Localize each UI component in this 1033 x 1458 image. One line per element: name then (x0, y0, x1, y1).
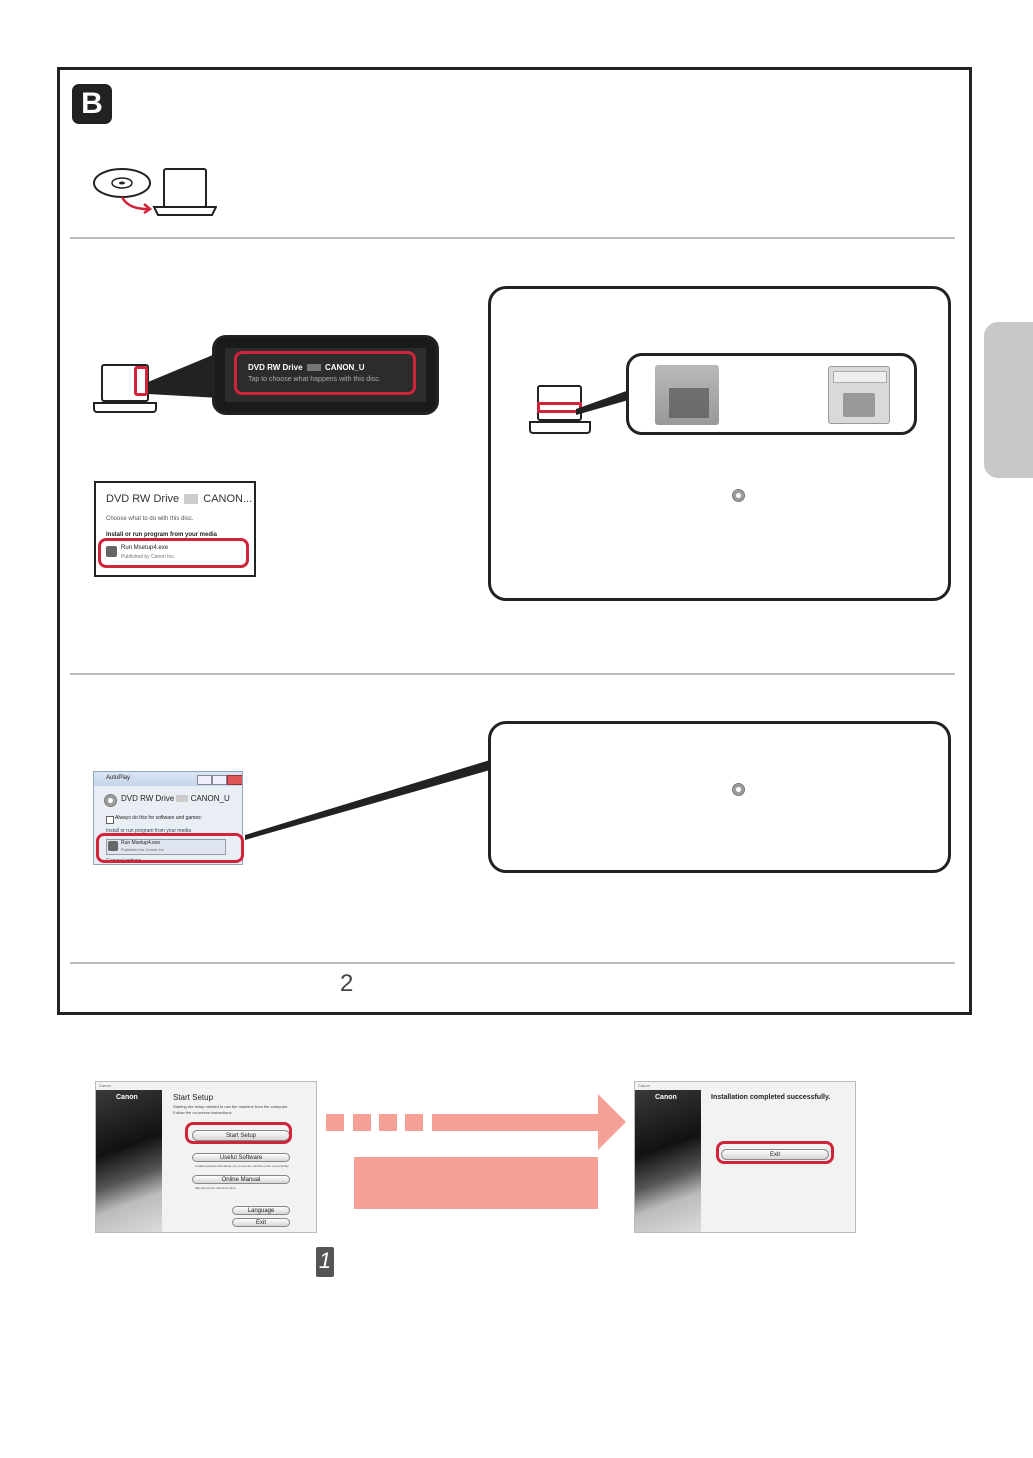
drive-icon (104, 794, 117, 807)
dialog-title: DVD RW Drive CANON... (106, 493, 253, 505)
canon-logo: Canon (655, 1094, 677, 1101)
notification-popup (212, 335, 439, 415)
minimize-button (197, 775, 212, 785)
callout-pointer (148, 352, 220, 398)
always-label: Always do this for software and games: (115, 815, 202, 821)
disc-action-dialog: DVD RW Drive CANON... Choose what to do … (94, 481, 256, 577)
close-button (227, 775, 242, 785)
autoplay-drive: DVD RW Drive CANON_U (121, 794, 230, 803)
arrow-head-icon (598, 1094, 626, 1150)
completion-screen: Canon Canon Installation completed succe… (634, 1081, 856, 1233)
start-setup-highlight (185, 1122, 292, 1144)
setup-desc-2: Follow the on-screen instructions. (173, 1110, 233, 1115)
sidebar-photo (635, 1090, 701, 1232)
completion-message: Installation completed successfully. (711, 1094, 831, 1101)
setup-title: Start Setup (173, 1093, 214, 1102)
always-checkbox (106, 816, 114, 824)
autoplay-window: AutoPlay DVD RW Drive CANON_U Always do … (93, 771, 243, 865)
setup-desc-1: Starting the setup needed to use the mac… (173, 1104, 289, 1109)
laptop-keyboard (93, 402, 157, 413)
divider (70, 237, 955, 239)
taskbar-callout (626, 353, 917, 435)
exit-button[interactable]: Exit (232, 1218, 290, 1227)
disc-to-computer-icon (93, 168, 217, 216)
run-msetup-option-2[interactable] (96, 833, 244, 863)
step-lcd-icon: 1 (316, 1247, 334, 1277)
setup-disc-icon (732, 489, 745, 502)
notification-title: DVD RW Drive CANON_U (248, 363, 365, 372)
dialog-option-publisher: Published by Canon Inc. (121, 554, 176, 560)
step-reference-numeral: 2 (340, 970, 354, 997)
section-badge: B (72, 84, 112, 124)
dialog-option-name: Run Msetup4.exe (121, 545, 169, 551)
online-manual-button[interactable]: Online Manual (192, 1175, 290, 1184)
progress-arrow-dash (379, 1114, 397, 1131)
autoplay-group: Install or run program from your media (106, 828, 192, 834)
side-tab (984, 322, 1033, 478)
section-b-frame (57, 67, 972, 1015)
dialog-prompt: Choose what to do with this disc. (106, 516, 194, 522)
progress-arrow-body (432, 1114, 600, 1131)
info-box-1 (488, 286, 951, 601)
autoplay-option-publisher: Published for Canon Inc. (121, 847, 165, 852)
file-explorer-icon[interactable] (828, 366, 890, 424)
setup-icon (108, 841, 118, 851)
progress-note-box (354, 1157, 598, 1209)
sidebar-photo (96, 1090, 162, 1232)
laptop-highlight (134, 366, 148, 396)
exit-button[interactable]: Exit (721, 1149, 829, 1160)
divider (70, 962, 955, 964)
divider (70, 673, 955, 675)
callout-pointer-2 (576, 389, 632, 415)
screen-header: Canon (99, 1083, 111, 1088)
dialog-group: Install or run program from your media (106, 532, 218, 538)
setup-disc-icon-2 (732, 783, 745, 796)
notification-highlight[interactable] (234, 351, 416, 395)
exit-highlight (716, 1141, 834, 1164)
autoplay-title: AutoPlay (106, 775, 131, 781)
autoplay-option-name: Run Msetup4.exe (121, 840, 161, 846)
callout-pointer-3 (245, 760, 490, 840)
maximize-button (212, 775, 227, 785)
manual-desc: Manual can be checked online. (195, 1186, 237, 1190)
setup-icon (106, 546, 117, 557)
useful-desc: Installs software that allows you to use… (195, 1164, 290, 1168)
info-box-2 (488, 721, 951, 873)
canon-logo: Canon (116, 1094, 138, 1101)
screen-header: Canon (638, 1083, 650, 1088)
start-setup-screen: Canon Canon Start Setup Starting the set… (95, 1081, 317, 1233)
language-button[interactable]: Language (232, 1206, 290, 1215)
laptop-keyboard-2 (529, 421, 591, 434)
progress-arrow-dash (405, 1114, 423, 1131)
notification-subtitle: Tap to choose what happens with this dis… (248, 376, 381, 383)
useful-software-button[interactable]: Useful Software (192, 1153, 290, 1162)
run-msetup-option[interactable] (98, 538, 249, 568)
progress-arrow-dash (353, 1114, 371, 1131)
progress-arrow-dash (326, 1114, 344, 1131)
